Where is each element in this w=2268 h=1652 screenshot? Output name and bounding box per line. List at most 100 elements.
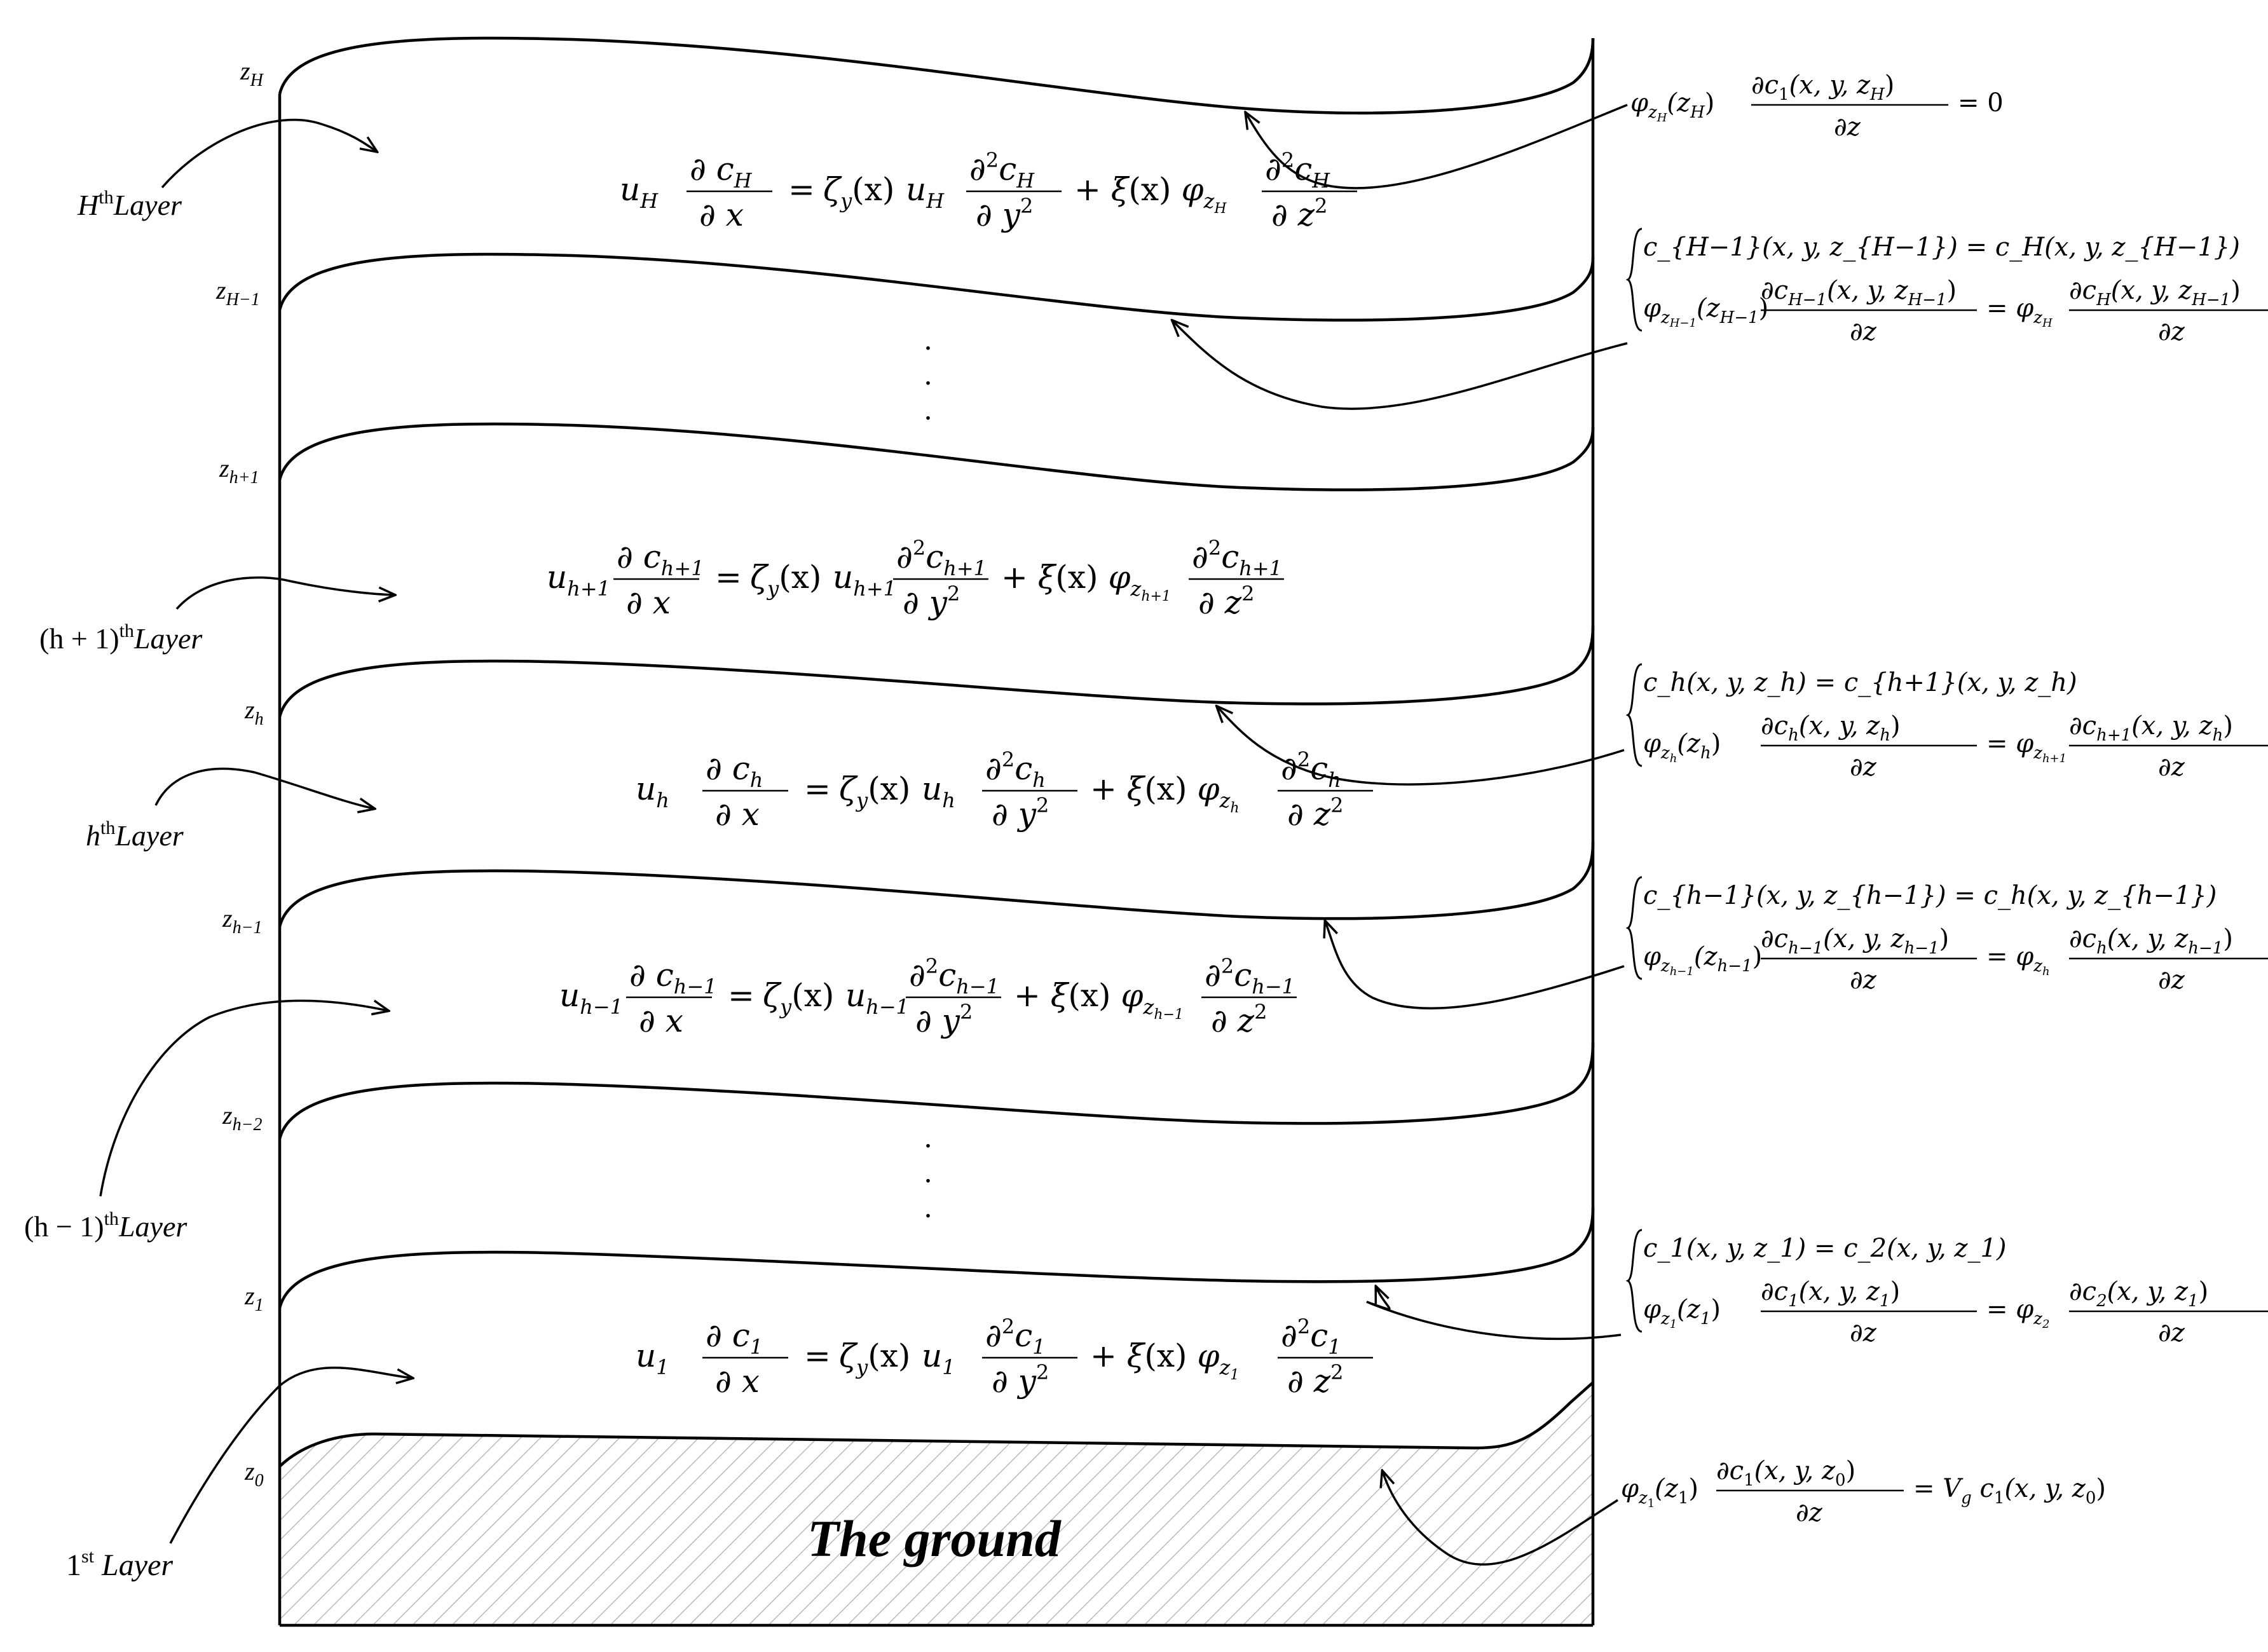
interface-curve-zH — [278, 36, 1595, 115]
z-label-zh: zh — [244, 695, 264, 729]
layer-label-H: HthLayer — [77, 187, 182, 221]
flux-numerator-right: ∂cH(x, y, zH−1) — [2069, 276, 2241, 310]
xi-phi-term: + ξ(x) φz1 — [1090, 1337, 1239, 1383]
continuity-equation: c_{H−1}(x, y, z_{H−1}) = c_H(x, y, z_{H−… — [1643, 233, 2240, 262]
phi-coefficient: φzH−1(zH−1) — [1643, 294, 1768, 330]
flux-denominator: ∂z — [1850, 317, 1877, 346]
dx-denominator: ∂ x — [699, 196, 744, 233]
arrow-layer-h-1 — [99, 999, 388, 1197]
z-label-zh-1: zh−1 — [222, 904, 262, 938]
boundary-condition-zh-1: c_{h−1}(x, y, z_{h−1}) = c_h(x, y, z_{h−… — [1625, 876, 2268, 995]
svg-text:z1: z1 — [244, 1281, 264, 1315]
flux-numerator-right: ∂c2(x, y, z1) — [2069, 1277, 2208, 1311]
ground-label: The ground — [807, 1510, 1062, 1567]
velocity-term: uh−1 — [845, 977, 909, 1019]
left-brace — [1625, 876, 1643, 980]
dx-denominator: ∂ x — [626, 584, 671, 621]
flux-denominator: ∂z — [1850, 753, 1877, 782]
d2c-numerator: ∂2ch — [1281, 747, 1341, 792]
z-label-zh+1: zh+1 — [219, 454, 259, 488]
svg-text:.: . — [924, 1157, 932, 1189]
z-label-zH: zH — [240, 57, 264, 90]
dz2-denominator: ∂ z2 — [1198, 582, 1254, 621]
svg-text:zh+1: zh+1 — [219, 454, 259, 488]
layer-label-h: hthLayer — [86, 817, 184, 852]
phi-coefficient: φzh(zh) — [1643, 729, 1721, 765]
svg-text:zh−2: zh−2 — [222, 1101, 262, 1135]
layer-equation-H: uH∂ cH∂ x=ζy(x)uH∂2cH∂ y2+ ξ(x) φzH∂2cH∂… — [620, 148, 1357, 233]
z-label-z1: z1 — [244, 1281, 264, 1315]
dc-numerator: ∂ cH — [690, 151, 753, 193]
layer-equation-h+1: uh+1∂ ch+1∂ x=ζy(x)uh+1∂2ch+1∂ y2+ ξ(x) … — [547, 536, 1284, 621]
svg-text:z0: z0 — [244, 1457, 264, 1491]
phi-coefficient: φzH(zH) — [1630, 88, 1714, 125]
dz2-denominator: ∂ z2 — [1211, 1000, 1267, 1039]
dy2-denominator: ∂ y2 — [915, 1000, 973, 1039]
velocity-term: uh+1 — [833, 559, 896, 601]
phi-coefficient-right: = φz2 — [1986, 1295, 2049, 1331]
svg-text:.: . — [924, 394, 932, 427]
interface-curve-zH-1 — [278, 252, 1595, 322]
flux-numerator-right: ∂ch(x, y, zh−1) — [2069, 924, 2233, 958]
velocity-term: u1 — [636, 1337, 669, 1379]
arrow-layer-h — [154, 767, 374, 809]
equals-sign: = — [804, 770, 831, 807]
boundary-condition-zh: c_h(x, y, z_h) = c_{h+1}(x, y, z_h)φzh(z… — [1625, 663, 2268, 782]
flux-denominator-right: ∂z — [2158, 966, 2185, 995]
svg-text:.: . — [924, 1122, 932, 1154]
zeta-term: ζy(x) — [839, 1337, 910, 1379]
equals-zero: = 0 — [1958, 88, 2004, 118]
phi-coefficient: φzh−1(zh−1) — [1643, 942, 1762, 978]
d2c-numerator: ∂2c1 — [985, 1314, 1046, 1359]
dc-numerator: ∂ c1 — [706, 1317, 763, 1359]
d2c-numerator: ∂2ch+1 — [896, 536, 987, 580]
deposition-term: = Vg c1(x, y, z0) — [1913, 1474, 2106, 1508]
equals-sign: = — [728, 977, 755, 1014]
flux-numerator: ∂c1(x, y, z1) — [1761, 1277, 1900, 1311]
svg-text:.: . — [924, 1192, 932, 1224]
boundary-condition-z1: c_1(x, y, z_1) = c_2(x, y, z_1)φz1(z1)∂c… — [1625, 1229, 2268, 1348]
velocity-term: uH — [906, 171, 945, 213]
arrow-bc-zH-1 — [1173, 321, 1628, 410]
velocity-term: uh+1 — [547, 559, 610, 601]
svg-text:zh−1: zh−1 — [222, 904, 262, 938]
flux-numerator: ∂c1(x, y, z0) — [1716, 1456, 1855, 1490]
layer-equation-h-1: uh−1∂ ch−1∂ x=ζy(x)uh−1∂2ch−1∂ y2+ ξ(x) … — [559, 954, 1297, 1039]
velocity-term: uh−1 — [559, 977, 623, 1019]
svg-text:(h − 1)thLayer: (h − 1)thLayer — [24, 1208, 188, 1243]
velocity-term: uh — [636, 770, 669, 812]
dx-denominator: ∂ x — [715, 796, 760, 833]
xi-phi-term: + ξ(x) φzH — [1074, 171, 1227, 217]
flux-denominator: ∂z — [1850, 966, 1877, 995]
zeta-term: ζy(x) — [750, 559, 821, 601]
flux-numerator-right: ∂ch+1(x, y, zh) — [2069, 711, 2233, 745]
phi-coefficient-right: = φzh — [1986, 942, 2050, 978]
svg-text:.: . — [924, 359, 932, 392]
ground-region — [280, 1382, 1593, 1625]
equals-sign: = — [804, 1337, 831, 1374]
ellipsis-upper: . . . — [924, 324, 932, 427]
phi-coefficient: φz1(z1) — [1621, 1474, 1698, 1510]
arrow-layer-h+1 — [175, 576, 394, 610]
dy2-denominator: ∂ y2 — [992, 1360, 1049, 1400]
dz2-denominator: ∂ z2 — [1271, 194, 1327, 233]
dz2-denominator: ∂ z2 — [1287, 1360, 1343, 1400]
layer-equation-h: uh∂ ch∂ x=ζy(x)uh∂2ch∂ y2+ ξ(x) φzh∂2ch∂… — [636, 747, 1373, 833]
zeta-term: ζy(x) — [763, 977, 834, 1019]
velocity-term: uH — [620, 171, 659, 213]
svg-text:zH−1: zH−1 — [215, 276, 260, 310]
zeta-term: ζy(x) — [823, 171, 894, 213]
arrow-layer-H — [161, 118, 376, 189]
flux-numerator: ∂ch−1(x, y, zh−1) — [1761, 924, 1949, 958]
continuity-equation: c_{h−1}(x, y, z_{h−1}) = c_h(x, y, z_{h−… — [1643, 881, 2217, 910]
flux-numerator: ∂ch(x, y, zh) — [1761, 711, 1901, 745]
phi-coefficient: φz1(z1) — [1643, 1295, 1721, 1331]
dy2-denominator: ∂ y2 — [903, 582, 960, 621]
interface-curve-zh+1 — [278, 422, 1595, 491]
svg-text:1st Layer: 1st Layer — [66, 1546, 173, 1582]
boundary-condition-zH-1: c_{H−1}(x, y, z_{H−1}) = c_H(x, y, z_{H−… — [1625, 228, 2268, 346]
flux-denominator-right: ∂z — [2158, 1318, 2185, 1348]
z-label-zh-2: zh−2 — [222, 1101, 262, 1135]
z-label-zH-1: zH−1 — [215, 276, 260, 310]
